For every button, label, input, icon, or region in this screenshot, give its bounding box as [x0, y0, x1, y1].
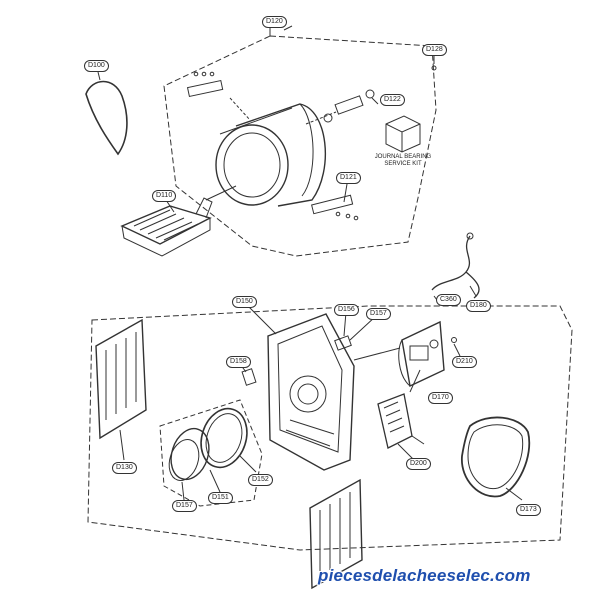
- label-d130: D130: [112, 462, 137, 474]
- bearing-kit-box: [385, 115, 421, 153]
- drum-part: [215, 103, 327, 207]
- bearing-shaft-part: [323, 89, 375, 123]
- label-d150: D150: [232, 296, 257, 308]
- label-d157-bottom: D157: [172, 500, 197, 512]
- latch-part: [241, 368, 257, 386]
- label-d158: D158: [226, 356, 251, 368]
- roller-support-top: [186, 79, 224, 98]
- label-d151: D151: [208, 492, 233, 504]
- kit-text-line1: JOURNAL BEARING: [374, 154, 432, 160]
- front-seal-inner: [205, 413, 243, 463]
- label-d122: D122: [380, 94, 405, 106]
- label-d128: D128: [422, 44, 447, 56]
- belt-part: [85, 80, 128, 156]
- filter-housing-part: [120, 197, 213, 257]
- cabinet-front-part: [267, 313, 355, 471]
- label-d152: D152: [248, 474, 273, 486]
- label-d100: D100: [84, 60, 109, 72]
- front-seal-outer: [200, 407, 248, 469]
- rear-panel-part: [95, 318, 147, 440]
- cabinet-group-outline: [87, 305, 573, 551]
- label-d157-top: D157: [366, 308, 391, 320]
- label-d200: D200: [406, 458, 431, 470]
- door-part: [461, 416, 531, 498]
- knob-part: [451, 337, 457, 343]
- wiring-harness-part: [431, 235, 480, 299]
- label-d110: D110: [152, 190, 177, 202]
- label-c360: C360: [436, 294, 461, 306]
- label-d120: D120: [262, 16, 287, 28]
- label-d156: D156: [334, 304, 359, 316]
- drum-group-outline: [163, 35, 437, 257]
- sensor-part: [334, 335, 352, 351]
- watermark: piecesdelacheeselec.com: [318, 566, 531, 585]
- label-d210: D210: [452, 356, 477, 368]
- roller-support-bottom: [311, 194, 354, 215]
- screw-part: [431, 65, 437, 71]
- kit-text-line2: SERVICE KIT: [384, 161, 422, 167]
- control-panel-part: [398, 320, 445, 388]
- label-d121: D121: [336, 172, 361, 184]
- label-d170: D170: [428, 392, 453, 404]
- seal-group-outline: [159, 399, 263, 507]
- felt-seal-part: [170, 427, 210, 481]
- heater-part: [377, 393, 425, 449]
- bottom-panel-part: [309, 478, 363, 590]
- label-d173: D173: [516, 504, 541, 516]
- label-d180: D180: [466, 300, 491, 312]
